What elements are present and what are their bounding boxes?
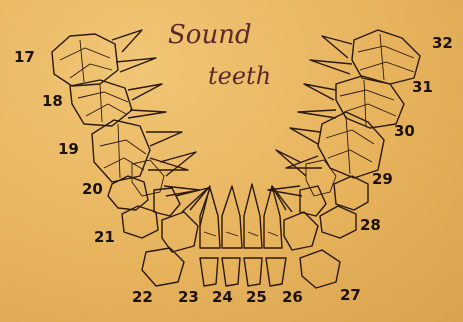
tooth-number-17: 17 [14,50,35,65]
tooth-number-31: 31 [412,80,433,95]
lower-incisors [200,258,286,286]
tooth-21 [122,188,208,238]
tooth-number-29: 29 [372,172,393,187]
tooth-number-18: 18 [42,94,63,109]
tooth-28 [300,186,356,238]
tooth-30 [286,112,384,178]
tooth-number-20: 20 [82,182,103,197]
tooth-number-25: 25 [246,290,267,305]
tooth-18 [70,80,166,126]
tooth-number-27: 27 [340,288,361,303]
tooth-number-26: 26 [282,290,303,305]
tooth-number-24: 24 [212,290,233,305]
tooth-19 [92,120,188,182]
tooth-32 [310,30,420,84]
tooth-number-30: 30 [394,124,415,139]
tooth-number-22: 22 [132,290,153,305]
tooth-27 [272,186,340,288]
tooth-number-21: 21 [94,230,115,245]
upper-incisors [200,184,282,248]
handwritten-note-line1: Sound [168,22,252,48]
handwritten-note-line2: teeth [208,64,271,88]
tooth-number-28: 28 [360,218,381,233]
tooth-17 [52,30,156,86]
tooth-number-32: 32 [432,36,453,51]
tooth-number-19: 19 [58,142,79,157]
tooth-number-23: 23 [178,290,199,305]
